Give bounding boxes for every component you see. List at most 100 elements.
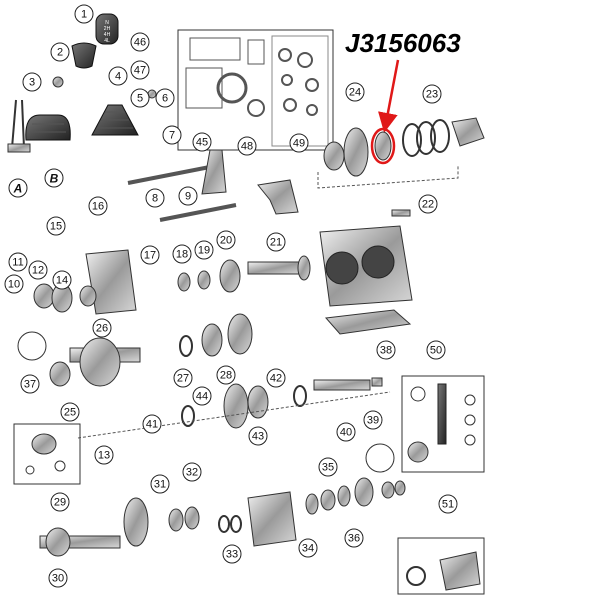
callout-46: 46 <box>130 32 150 52</box>
callout-label: 7 <box>169 130 175 142</box>
callout-25: 25 <box>60 402 80 422</box>
callout-label: 45 <box>196 137 208 149</box>
knob-label-0: N <box>105 20 109 26</box>
callout-41: 41 <box>142 414 162 434</box>
callout-label: 19 <box>198 245 210 257</box>
callout-label: 2 <box>57 47 63 59</box>
callout-14: 14 <box>52 270 72 290</box>
callout-label: 11 <box>12 257 23 269</box>
kit-box-50 <box>401 375 485 473</box>
callout-34: 34 <box>298 538 318 558</box>
callout-label: 20 <box>220 235 232 247</box>
callout-label: 23 <box>426 89 438 101</box>
callout-label: 9 <box>185 191 191 203</box>
callout-label: 43 <box>252 431 264 443</box>
callout-4: 4 <box>108 66 128 86</box>
callout-13: 13 <box>94 445 114 465</box>
callout-label: 14 <box>56 275 68 287</box>
callout-label: 6 <box>162 93 168 105</box>
callout-29: 29 <box>50 492 70 512</box>
callout-label: 24 <box>349 87 361 99</box>
callout-label: 25 <box>64 407 76 419</box>
callout-27: 27 <box>173 368 193 388</box>
callout-label: 47 <box>134 65 146 77</box>
callout-31: 31 <box>150 474 170 494</box>
callout-6: 6 <box>155 88 175 108</box>
callout-label: 41 <box>146 419 158 431</box>
gear-20 <box>219 259 241 293</box>
bottom-cover <box>324 309 412 335</box>
callout-15: 15 <box>46 216 66 236</box>
rear-shaft-29-30 <box>39 527 121 557</box>
yoke-assembly <box>33 283 97 313</box>
callout-label: 40 <box>340 427 352 439</box>
callout-50: 50 <box>426 340 446 360</box>
callout-22: 22 <box>418 194 438 214</box>
shift-boot-b <box>25 114 71 141</box>
callout-label: 35 <box>322 462 334 474</box>
shift-boot <box>91 104 139 136</box>
callout-label: 33 <box>226 549 238 561</box>
front-shims <box>402 119 450 157</box>
callout-8: 8 <box>145 188 165 208</box>
callout-label: 26 <box>96 323 108 335</box>
callout-51: 51 <box>438 494 458 514</box>
callout-21: 21 <box>266 232 286 252</box>
output-shaft-26 <box>69 337 141 387</box>
callout-39: 39 <box>363 410 383 430</box>
shift-fork-left <box>201 149 227 195</box>
callout-2: 2 <box>50 42 70 62</box>
callout-label: 48 <box>241 141 253 153</box>
callout-20: 20 <box>216 230 236 250</box>
part-number-title: J3156063 <box>345 28 461 58</box>
rings-33 <box>218 515 242 533</box>
seal-25 <box>49 361 71 387</box>
callout-label: 3 <box>29 77 35 89</box>
bearing-18-mid <box>177 272 191 292</box>
shift-rail-lower <box>159 203 237 222</box>
callout-label: 42 <box>270 373 282 385</box>
bearings-31-32 <box>168 506 200 532</box>
callout-label: 10 <box>8 279 20 291</box>
callout-11: 11 <box>8 252 28 272</box>
plug-38-39 <box>371 377 383 387</box>
rear-nut-10-11 <box>381 480 406 499</box>
rear-housing <box>247 491 297 547</box>
callout-label: 32 <box>186 467 198 479</box>
front-cover <box>451 117 485 147</box>
callout-48: 48 <box>237 136 257 156</box>
callout-label: 37 <box>24 379 36 391</box>
jam-nut <box>52 76 64 88</box>
callout-35: 35 <box>318 457 338 477</box>
knob-insert <box>71 42 97 69</box>
gasket-set <box>185 37 265 117</box>
callout-label: 22 <box>422 199 434 211</box>
highlighted-bearing <box>370 127 396 165</box>
callout-label: 15 <box>50 221 62 233</box>
gear-shaft-21 <box>247 255 311 281</box>
letter-callout-b: B <box>44 168 64 188</box>
callout-label: 38 <box>380 345 392 357</box>
shift-lever-a <box>7 99 31 153</box>
callout-label: 50 <box>430 345 442 357</box>
countershaft-40 <box>313 379 371 391</box>
kit-box-13 <box>13 423 81 485</box>
callout-1: 1 <box>74 4 94 24</box>
callout-17: 17 <box>140 245 160 265</box>
thrust-washers <box>181 385 307 427</box>
callout-7: 7 <box>162 125 182 145</box>
kit-13-parts <box>25 433 66 475</box>
callout-label: 12 <box>32 265 44 277</box>
callout-43: 43 <box>248 426 268 446</box>
spacer-19 <box>197 270 211 290</box>
callout-label: 8 <box>152 193 158 205</box>
callout-label: 28 <box>220 370 232 382</box>
callout-12: 12 <box>28 260 48 280</box>
knob-label-2: 4H <box>104 32 111 38</box>
callout-16: 16 <box>88 196 108 216</box>
callout-label: 49 <box>293 138 305 150</box>
callout-40: 40 <box>336 422 356 442</box>
guide-line-top <box>317 166 459 189</box>
callout-19: 19 <box>194 240 214 260</box>
